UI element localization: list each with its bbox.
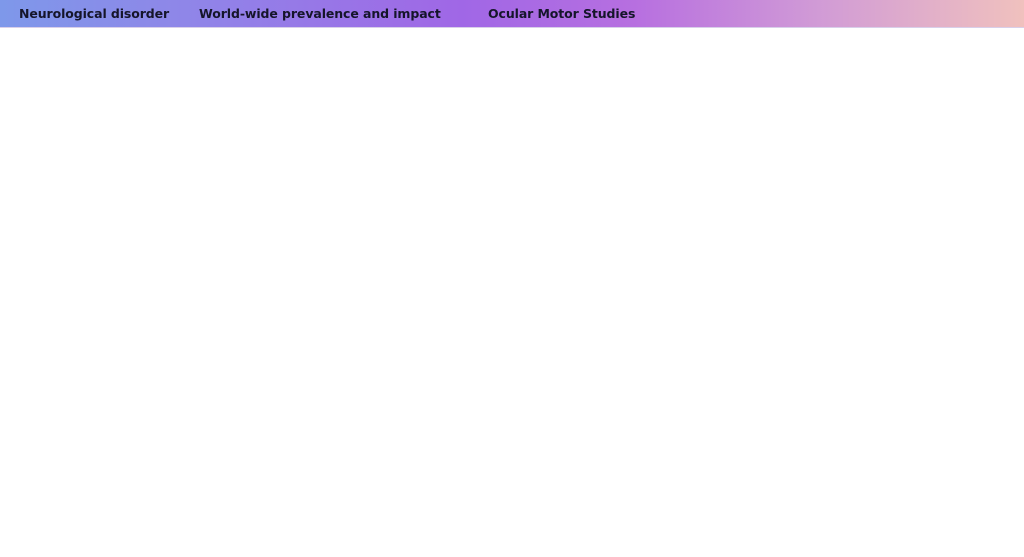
top-navigation-bar: Neurological disorder World-wide prevale… bbox=[0, 0, 1024, 28]
nav-link-world-wide-prevalence[interactable]: World-wide prevalence and impact bbox=[199, 6, 441, 21]
nav-link-neurological-disorder[interactable]: Neurological disorder bbox=[19, 6, 170, 21]
nav-link-ocular-motor-studies[interactable]: Ocular Motor Studies bbox=[488, 6, 636, 21]
main-content-area bbox=[0, 28, 1024, 557]
